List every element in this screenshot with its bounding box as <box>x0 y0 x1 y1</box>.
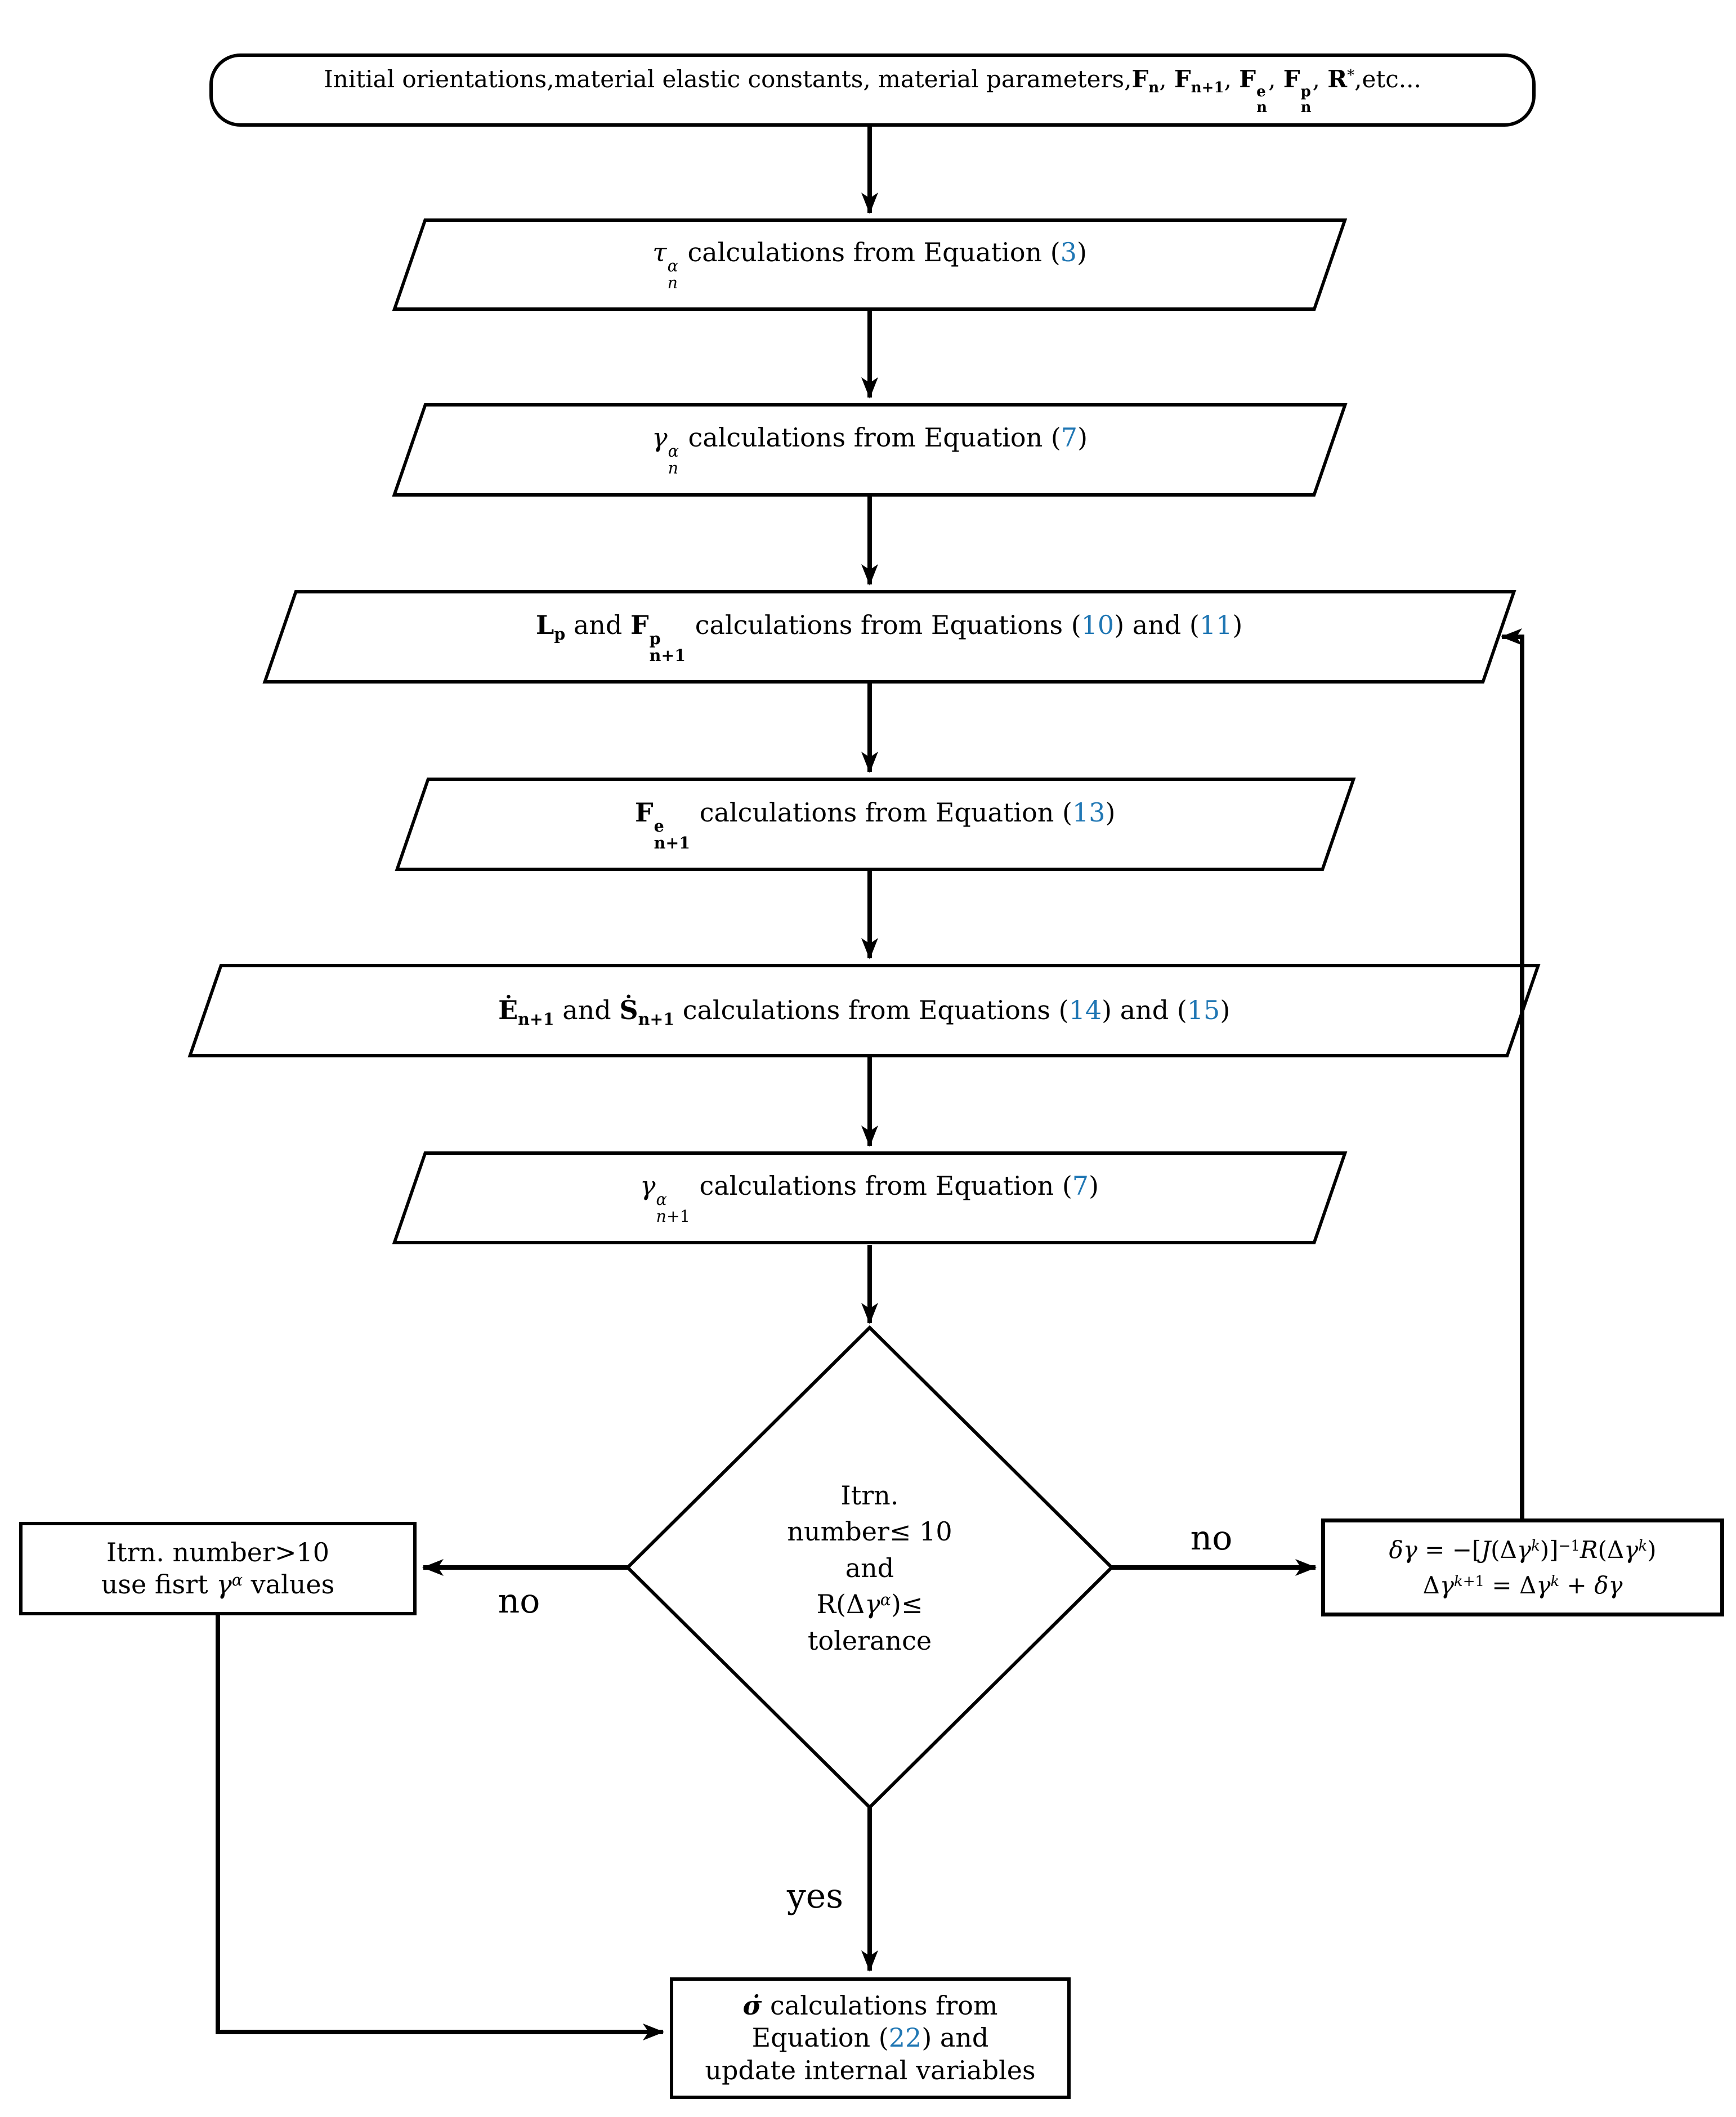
label-no-right: no <box>1190 1518 1233 1558</box>
decision-diamond-shape <box>625 1325 1115 1810</box>
edge-newton-update-feedback-to-lp-fp <box>1501 628 1524 1518</box>
newton-update-label: δγ = −[J(Δγk)]−1R(Δγk)Δγk+1 = Δγk + δγ <box>1389 1536 1657 1599</box>
equation-ref-22[interactable]: 22 <box>888 2022 922 2053</box>
label-no-left: no <box>498 1582 540 1621</box>
newton-update-node: δγ = −[J(Δγk)]−1R(Δγk)Δγk+1 = Δγk + δγ <box>1321 1518 1724 1616</box>
start-node: Initial orientations,material elastic co… <box>209 53 1536 127</box>
label-yes: yes <box>786 1877 844 1916</box>
edge-iteration-limit-to-final <box>216 1615 664 2040</box>
start-node-label: Initial orientations,material elastic co… <box>324 65 1421 117</box>
